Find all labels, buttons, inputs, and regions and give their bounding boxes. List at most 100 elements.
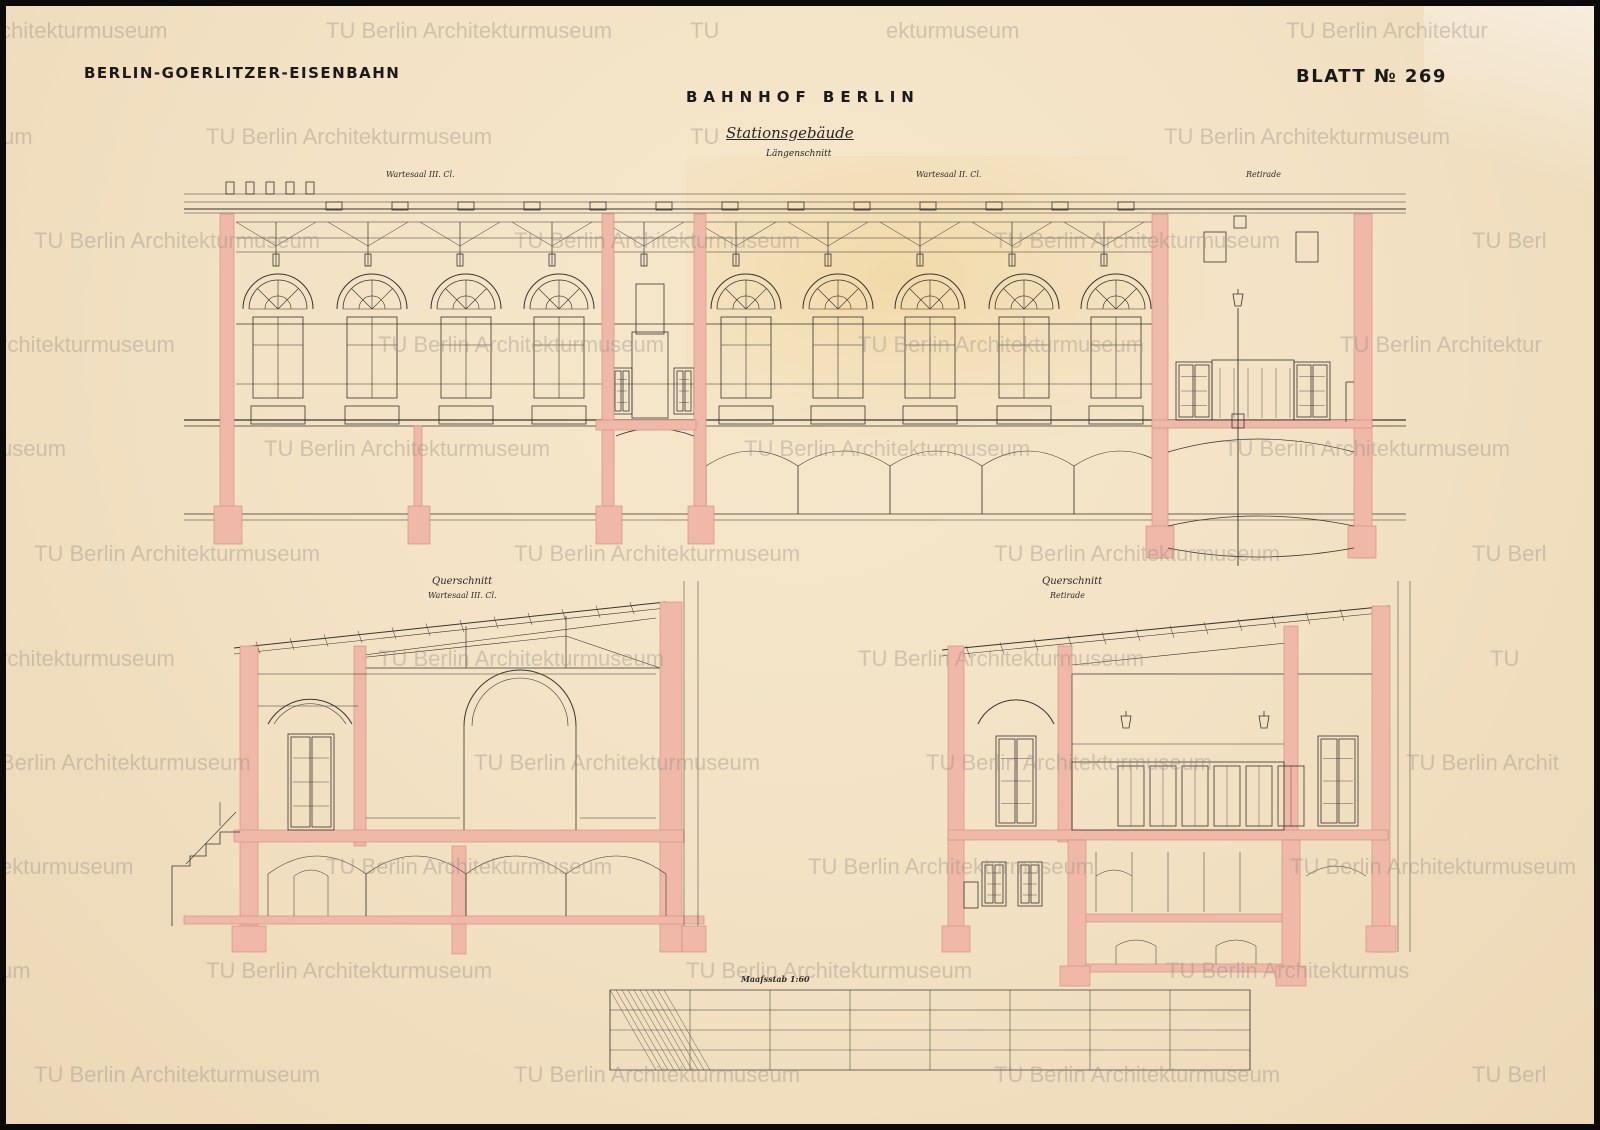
watermark: TU Berlin Architekturmuseum <box>378 646 665 671</box>
window-small <box>1203 231 1227 263</box>
station-title: BAHNHOF BERLIN <box>686 88 920 106</box>
door-upper <box>635 283 665 335</box>
paper-damage <box>1424 6 1594 266</box>
stairs <box>171 831 240 926</box>
window-panel <box>718 405 774 425</box>
step <box>963 881 979 909</box>
roof-vent <box>523 201 541 211</box>
wall-foundation <box>231 925 267 953</box>
truss-hanger <box>824 253 832 267</box>
truss-hanger <box>916 253 924 267</box>
arch-window-frame <box>336 273 408 310</box>
watermark: useum <box>6 436 67 461</box>
truss-hanger <box>456 253 464 267</box>
lamp <box>1232 293 1244 307</box>
arch-window-frame <box>242 273 314 310</box>
wall-pier <box>1353 213 1373 559</box>
watermark: TU Berlin Architekturmuseum <box>474 750 761 775</box>
wall-foundation <box>1347 525 1377 559</box>
watermark: TU Berlin Architekturmuseum <box>206 124 493 149</box>
watermark: TU Berlin Architekturmuseum <box>514 228 801 253</box>
watermark: TU Berlin Architekturmuseum <box>206 958 493 983</box>
wall-pier <box>693 213 707 515</box>
truss-hanger <box>640 253 648 267</box>
floor-slab <box>1151 419 1373 429</box>
roof-vent <box>853 201 871 211</box>
roof-vent <box>325 201 343 211</box>
watermark: rchitekturmuseum <box>6 332 175 357</box>
watermark: TU Berlin Architekturmuseum <box>994 228 1281 253</box>
watermark: TU Berlin Architektur <box>1286 18 1488 43</box>
door <box>1317 735 1359 827</box>
watermark: TU Berlin Architekturmuseum <box>744 436 1031 461</box>
arch-doorway <box>977 699 1055 725</box>
basement-vault <box>365 855 467 916</box>
cross-section-right-subtitle: Retirade <box>1050 591 1085 600</box>
wall-foundation <box>1145 525 1175 559</box>
roof-vent <box>1051 201 1069 211</box>
roof-vent <box>457 201 475 211</box>
truss-hanger <box>364 253 372 267</box>
label-room-3rd-class: Wartesaal III. Cl. <box>386 170 455 179</box>
wall-foundation <box>1059 965 1091 987</box>
architectural-drawings <box>171 181 1411 1071</box>
watermark: ekturmuseum <box>886 18 1020 43</box>
truss-hanger <box>1100 253 1108 267</box>
arch-window-frame <box>710 273 782 310</box>
lamp <box>1120 715 1132 729</box>
watermark: TU Berlin Architekturmuseum <box>686 958 973 983</box>
watermark: TU Berlin Architekturmuseum <box>264 436 551 461</box>
watermark: TU Berlin Architekturmuseum <box>1290 854 1577 879</box>
window-small <box>1295 231 1319 263</box>
watermark: TU Berlin Architektur <box>1340 332 1542 357</box>
watermark: TU <box>1490 646 1520 671</box>
cross-section-right <box>941 581 1411 987</box>
arch-window-frame <box>894 273 966 310</box>
scale-bar <box>609 989 1251 1071</box>
longitudinal-section-title: Längenschnitt <box>766 149 832 159</box>
wall-pier <box>1151 213 1169 559</box>
truss-hanger <box>272 253 280 267</box>
wall-foundation <box>941 925 971 953</box>
floor-slab <box>233 829 685 843</box>
wall-right <box>659 601 683 953</box>
window-panel <box>344 405 400 425</box>
watermark: TU Berlin Architekturmuseum <box>808 854 1095 879</box>
watermark: ekturmuseum <box>6 854 134 879</box>
watermark: TU Berlin Architekturmuseum <box>994 1062 1281 1087</box>
wall-foundation <box>595 505 623 545</box>
basement-floor <box>1069 913 1289 923</box>
cross-section-right-title: Querschnitt <box>1042 576 1103 587</box>
watermark: TU Berlin Architekturmuseum <box>858 332 1145 357</box>
arch-opening <box>463 669 577 727</box>
watermark: TU Berlin Architekturmuseum <box>1164 124 1451 149</box>
wall-foundation <box>1275 965 1307 987</box>
watermark: TU Berl <box>1472 541 1547 566</box>
truss-hanger <box>732 253 740 267</box>
lavatory-partition <box>1211 359 1295 421</box>
watermark: TU Berlin Architekturmus <box>1166 958 1410 983</box>
arch-window-frame <box>430 273 502 310</box>
watermark: TU <box>690 18 720 43</box>
wall-pier <box>601 213 615 515</box>
cross-section-left <box>171 581 707 955</box>
basement-vault <box>465 855 567 916</box>
arch-window-frame <box>1080 273 1152 310</box>
truss-hanger <box>1008 253 1016 267</box>
window-panel <box>810 405 866 425</box>
watermark: TU Berlin Architekturmuseum <box>514 541 801 566</box>
watermark: Berlin Architekturmuseum <box>6 750 251 775</box>
wall-left <box>239 645 259 947</box>
wall-inner <box>1057 645 1073 843</box>
door <box>995 735 1037 827</box>
watermark: chitekturmuseum <box>6 18 168 43</box>
basement-vault <box>797 450 891 514</box>
lamp-base <box>1231 413 1245 429</box>
window-panel <box>1088 405 1144 425</box>
wall-foundation <box>1365 925 1397 953</box>
floor-slab <box>947 829 1389 841</box>
wall-left <box>947 645 965 947</box>
window-panel <box>902 405 958 425</box>
door <box>287 733 335 831</box>
window-panel <box>438 405 494 425</box>
